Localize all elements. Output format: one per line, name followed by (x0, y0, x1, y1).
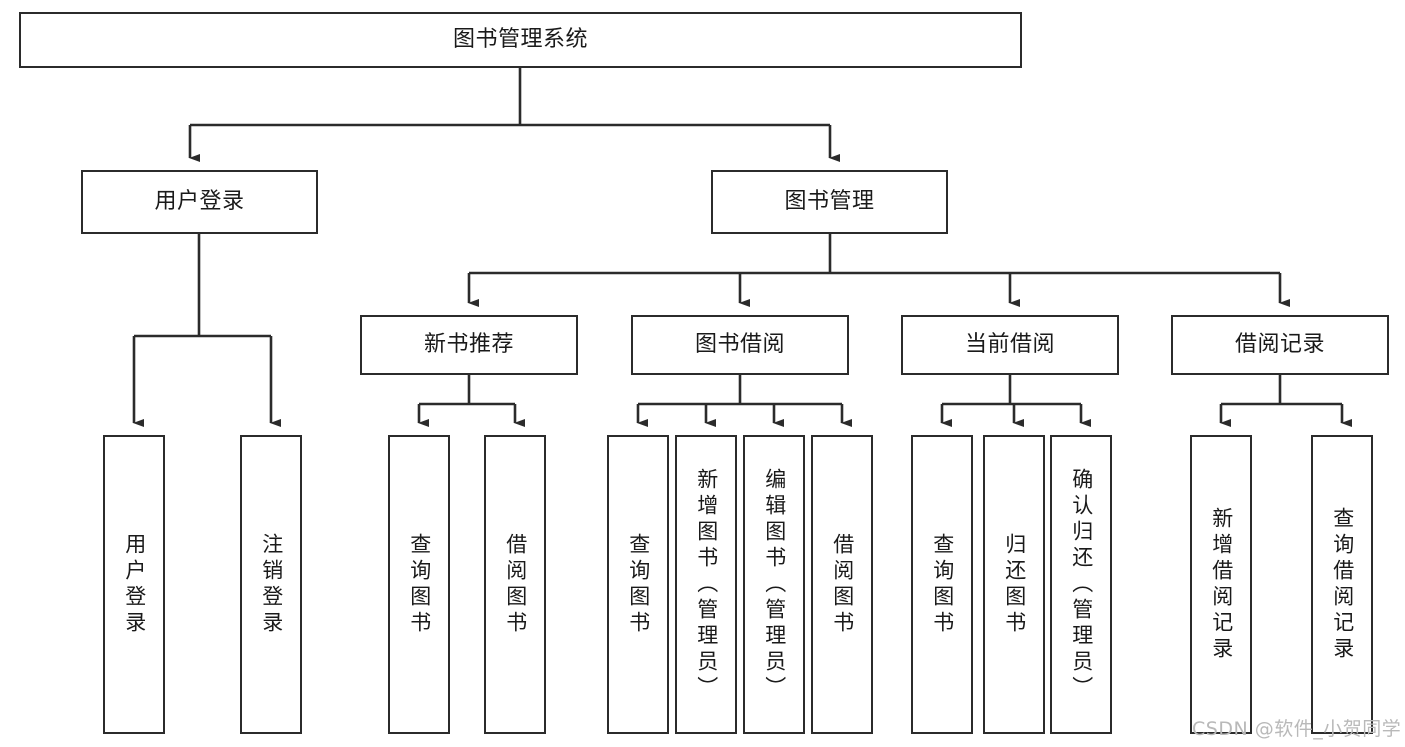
node-new-book-recommend[interactable]: 新书推荐 (360, 315, 578, 375)
node-leaf-add-borrow-record[interactable]: 新增借阅记录 (1190, 435, 1252, 734)
node-label: 注销登录 (259, 532, 284, 637)
node-current-borrow[interactable]: 当前借阅 (901, 315, 1119, 375)
node-leaf-query-book-2[interactable]: 查询图书 (607, 435, 669, 734)
node-label: 图书管理系统 (452, 26, 588, 52)
node-label: 确认归还（管理员） (1069, 467, 1094, 702)
node-user-login[interactable]: 用户登录 (81, 170, 318, 234)
watermark: CSDN @软件_小贺同学 (1192, 718, 1402, 740)
node-book-management[interactable]: 图书管理 (711, 170, 948, 234)
node-label: 借阅图书 (503, 532, 528, 637)
node-label: 借阅图书 (830, 532, 855, 637)
node-label: 借阅记录 (1234, 331, 1325, 357)
node-label: 用户登录 (122, 532, 147, 637)
node-leaf-user-login[interactable]: 用户登录 (103, 435, 165, 734)
node-label: 新书推荐 (423, 331, 514, 357)
node-label: 图书管理 (784, 188, 875, 214)
node-book-borrow[interactable]: 图书借阅 (631, 315, 849, 375)
node-label: 当前借阅 (964, 331, 1055, 357)
node-leaf-add-book-admin[interactable]: 新增图书（管理员） (675, 435, 737, 734)
node-label: 查询借阅记录 (1330, 506, 1355, 663)
node-root-system[interactable]: 图书管理系统 (19, 12, 1022, 68)
node-label: 用户登录 (154, 188, 245, 214)
node-leaf-borrow-book-2[interactable]: 借阅图书 (811, 435, 873, 734)
node-leaf-user-logout[interactable]: 注销登录 (240, 435, 302, 734)
node-label: 图书借阅 (694, 331, 785, 357)
node-label: 新增借阅记录 (1209, 506, 1234, 663)
node-leaf-query-book-1[interactable]: 查询图书 (388, 435, 450, 734)
node-leaf-return-book[interactable]: 归还图书 (983, 435, 1045, 734)
node-label: 新增图书（管理员） (694, 467, 719, 702)
node-leaf-edit-book-admin[interactable]: 编辑图书（管理员） (743, 435, 805, 734)
node-borrow-records[interactable]: 借阅记录 (1171, 315, 1389, 375)
node-leaf-borrow-book-1[interactable]: 借阅图书 (484, 435, 546, 734)
node-label: 编辑图书（管理员） (762, 467, 787, 702)
node-label: 查询图书 (407, 532, 432, 637)
node-label: 查询图书 (930, 532, 955, 637)
node-leaf-query-borrow-record[interactable]: 查询借阅记录 (1311, 435, 1373, 734)
node-leaf-query-book-3[interactable]: 查询图书 (911, 435, 973, 734)
node-label: 查询图书 (626, 532, 651, 637)
node-leaf-confirm-return-admin[interactable]: 确认归还（管理员） (1050, 435, 1112, 734)
node-label: 归还图书 (1002, 532, 1027, 637)
